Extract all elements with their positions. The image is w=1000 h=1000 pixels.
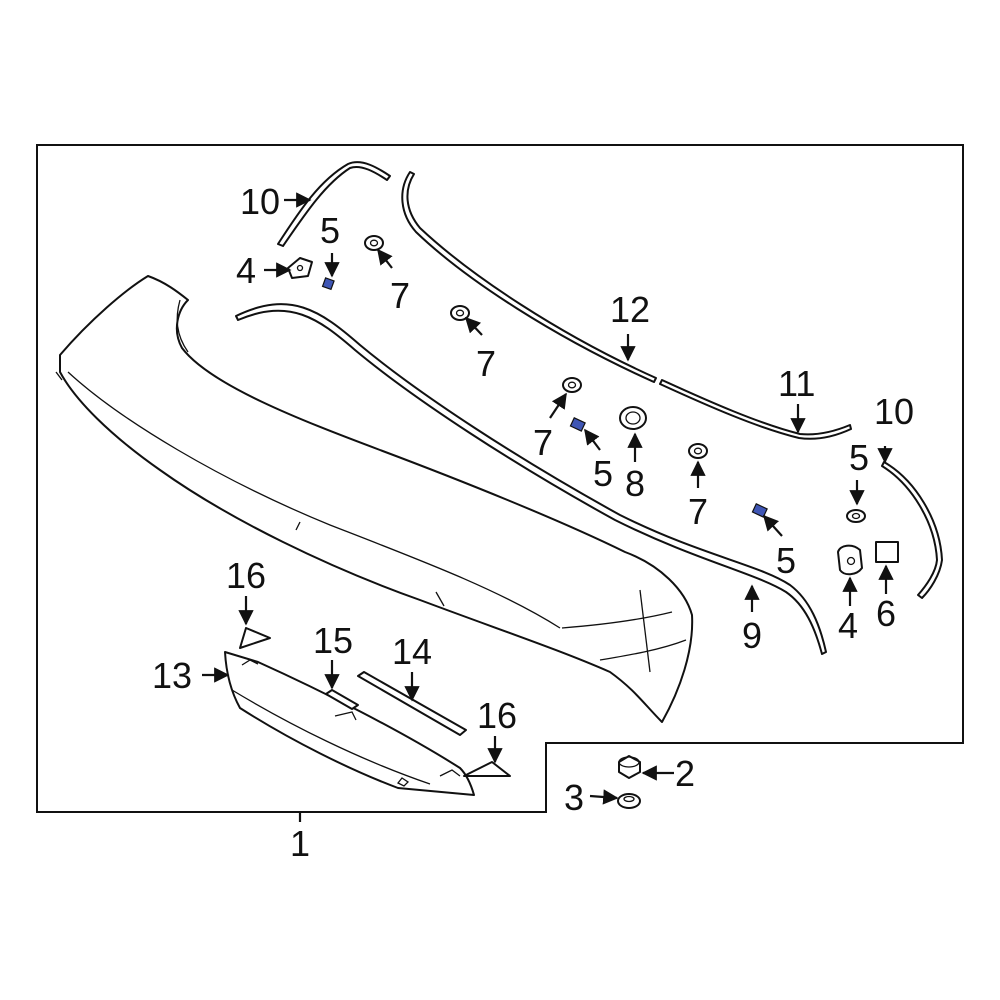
callout-7d: 7	[688, 491, 708, 532]
callout-7c: 7	[533, 422, 553, 463]
part-3-washer	[617, 793, 641, 809]
callout-16a: 16	[226, 555, 266, 596]
part-7-washer-a	[364, 235, 384, 251]
part-8-grommet	[619, 406, 647, 430]
callout-5a: 5	[320, 210, 340, 251]
callout-1: 1	[290, 823, 310, 864]
callout-5c: 5	[776, 540, 796, 581]
part-7-washer-d	[688, 443, 708, 459]
part-5-clip-b	[569, 417, 586, 432]
part-7-washer-c	[562, 377, 582, 393]
part-4-clip-lower	[837, 544, 863, 576]
callout-5d: 5	[849, 437, 869, 478]
callout-4a: 4	[236, 250, 256, 291]
callout-12: 12	[610, 289, 650, 330]
part-4-clip-lower-hole	[846, 556, 856, 566]
part-9-strip	[235, 303, 827, 655]
callout-10b: 10	[874, 391, 914, 432]
part-7-washer-b	[450, 305, 470, 321]
part-15-strip	[325, 689, 359, 710]
part-10-strip-right	[881, 461, 943, 599]
part-16-pad-left	[239, 627, 271, 649]
assembly-boundary	[36, 144, 964, 813]
part-10-strip-left	[277, 161, 391, 247]
part-5-clip-a	[321, 277, 335, 291]
spoiler-body	[55, 275, 694, 723]
callout-9: 9	[742, 615, 762, 656]
part-4-clip-upper-hole	[296, 264, 304, 272]
callout-8: 8	[625, 463, 645, 504]
callout-14: 14	[392, 631, 432, 672]
part-4-clip-upper	[287, 257, 313, 279]
callout-6: 6	[876, 593, 896, 634]
callout-7a: 7	[390, 275, 410, 316]
part-14-strip	[357, 671, 467, 736]
callout-11: 11	[778, 363, 815, 404]
callout-10a: 10	[240, 181, 280, 222]
callout-7b: 7	[476, 343, 496, 384]
part-6-pad	[875, 541, 899, 563]
callout-13: 13	[152, 655, 192, 696]
callout-4b: 4	[838, 605, 858, 646]
part-16-pad-right	[463, 761, 511, 777]
part-13-trim	[224, 651, 475, 796]
part-5-clip-c	[751, 503, 768, 518]
callout-3: 3	[564, 777, 584, 818]
callout-2: 2	[675, 753, 695, 794]
leader-arrows	[202, 192, 894, 805]
callout-15: 15	[313, 620, 353, 661]
part-5-clip-d	[846, 509, 866, 523]
part-11-strip	[659, 379, 852, 440]
callout-16b: 16	[477, 695, 517, 736]
part-12-strip	[401, 171, 657, 383]
part-2-nut	[618, 755, 641, 779]
callout-5b: 5	[593, 453, 613, 494]
